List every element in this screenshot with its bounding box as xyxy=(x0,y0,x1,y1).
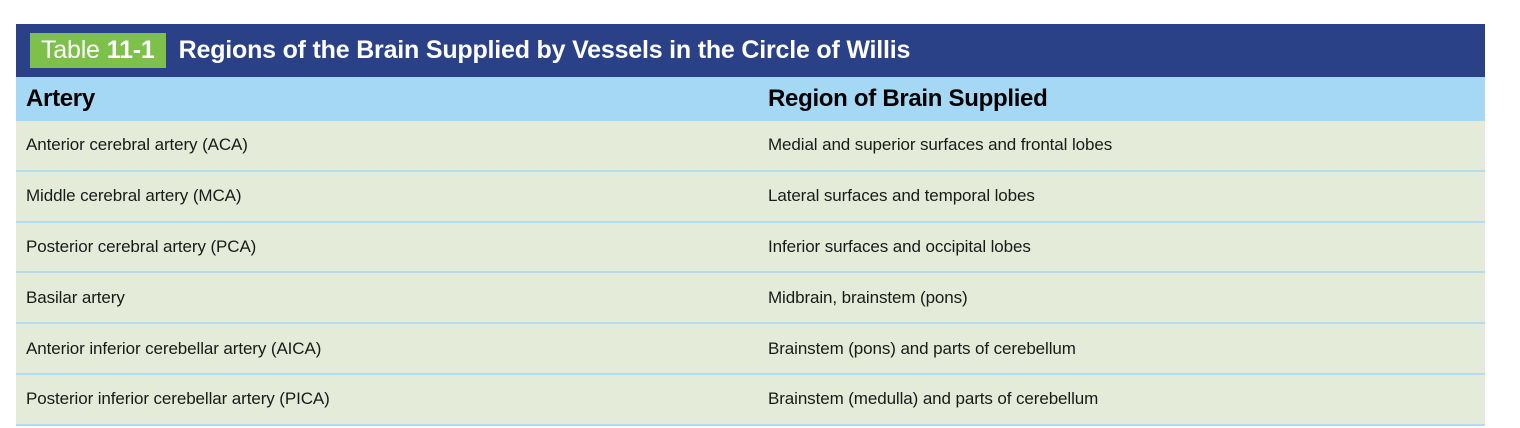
cell-artery: Basilar artery xyxy=(26,287,125,307)
table-badge-word: Table xyxy=(41,36,100,64)
table-row: Basilar artery Midbrain, brainstem (pons… xyxy=(16,273,1485,325)
cell-artery: Anterior inferior cerebellar artery (AIC… xyxy=(26,338,322,358)
cell-artery: Middle cerebral artery (MCA) xyxy=(26,186,242,206)
table-row: Posterior cerebral artery (PCA) Inferior… xyxy=(16,222,1485,274)
table-column-header-row: Artery Region of Brain Supplied xyxy=(16,77,1485,121)
table-badge-number: 11-1 xyxy=(106,36,155,64)
cell-artery: Posterior cerebral artery (PCA) xyxy=(26,236,257,256)
cell-artery: Anterior cerebral artery (ACA) xyxy=(26,135,248,155)
cell-region: Brainstem (medulla) and parts of cerebel… xyxy=(768,389,1099,409)
cell-region: Medial and superior surfaces and frontal… xyxy=(768,135,1113,155)
table-row: Anterior cerebral artery (ACA) Medial an… xyxy=(16,121,1485,172)
column-header-region: Region of Brain Supplied xyxy=(768,85,1048,112)
table-row: Posterior inferior cerebellar artery (PI… xyxy=(16,374,1485,426)
cell-region: Lateral surfaces and temporal lobes xyxy=(768,186,1035,206)
cell-region: Midbrain, brainstem (pons) xyxy=(768,287,968,307)
column-header-artery: Artery xyxy=(26,85,95,112)
table-title: Regions of the Brain Supplied by Vessels… xyxy=(178,36,911,64)
cell-artery: Posterior inferior cerebellar artery (PI… xyxy=(26,389,330,409)
table-row: Anterior inferior cerebellar artery (AIC… xyxy=(16,324,1485,375)
cell-region: Brainstem (pons) and parts of cerebellum xyxy=(768,338,1076,358)
cell-region: Inferior surfaces and occipital lobes xyxy=(768,236,1031,256)
table-body: Anterior cerebral artery (ACA) Medial an… xyxy=(16,121,1485,426)
table-row: Middle cerebral artery (MCA) Lateral sur… xyxy=(16,171,1485,223)
